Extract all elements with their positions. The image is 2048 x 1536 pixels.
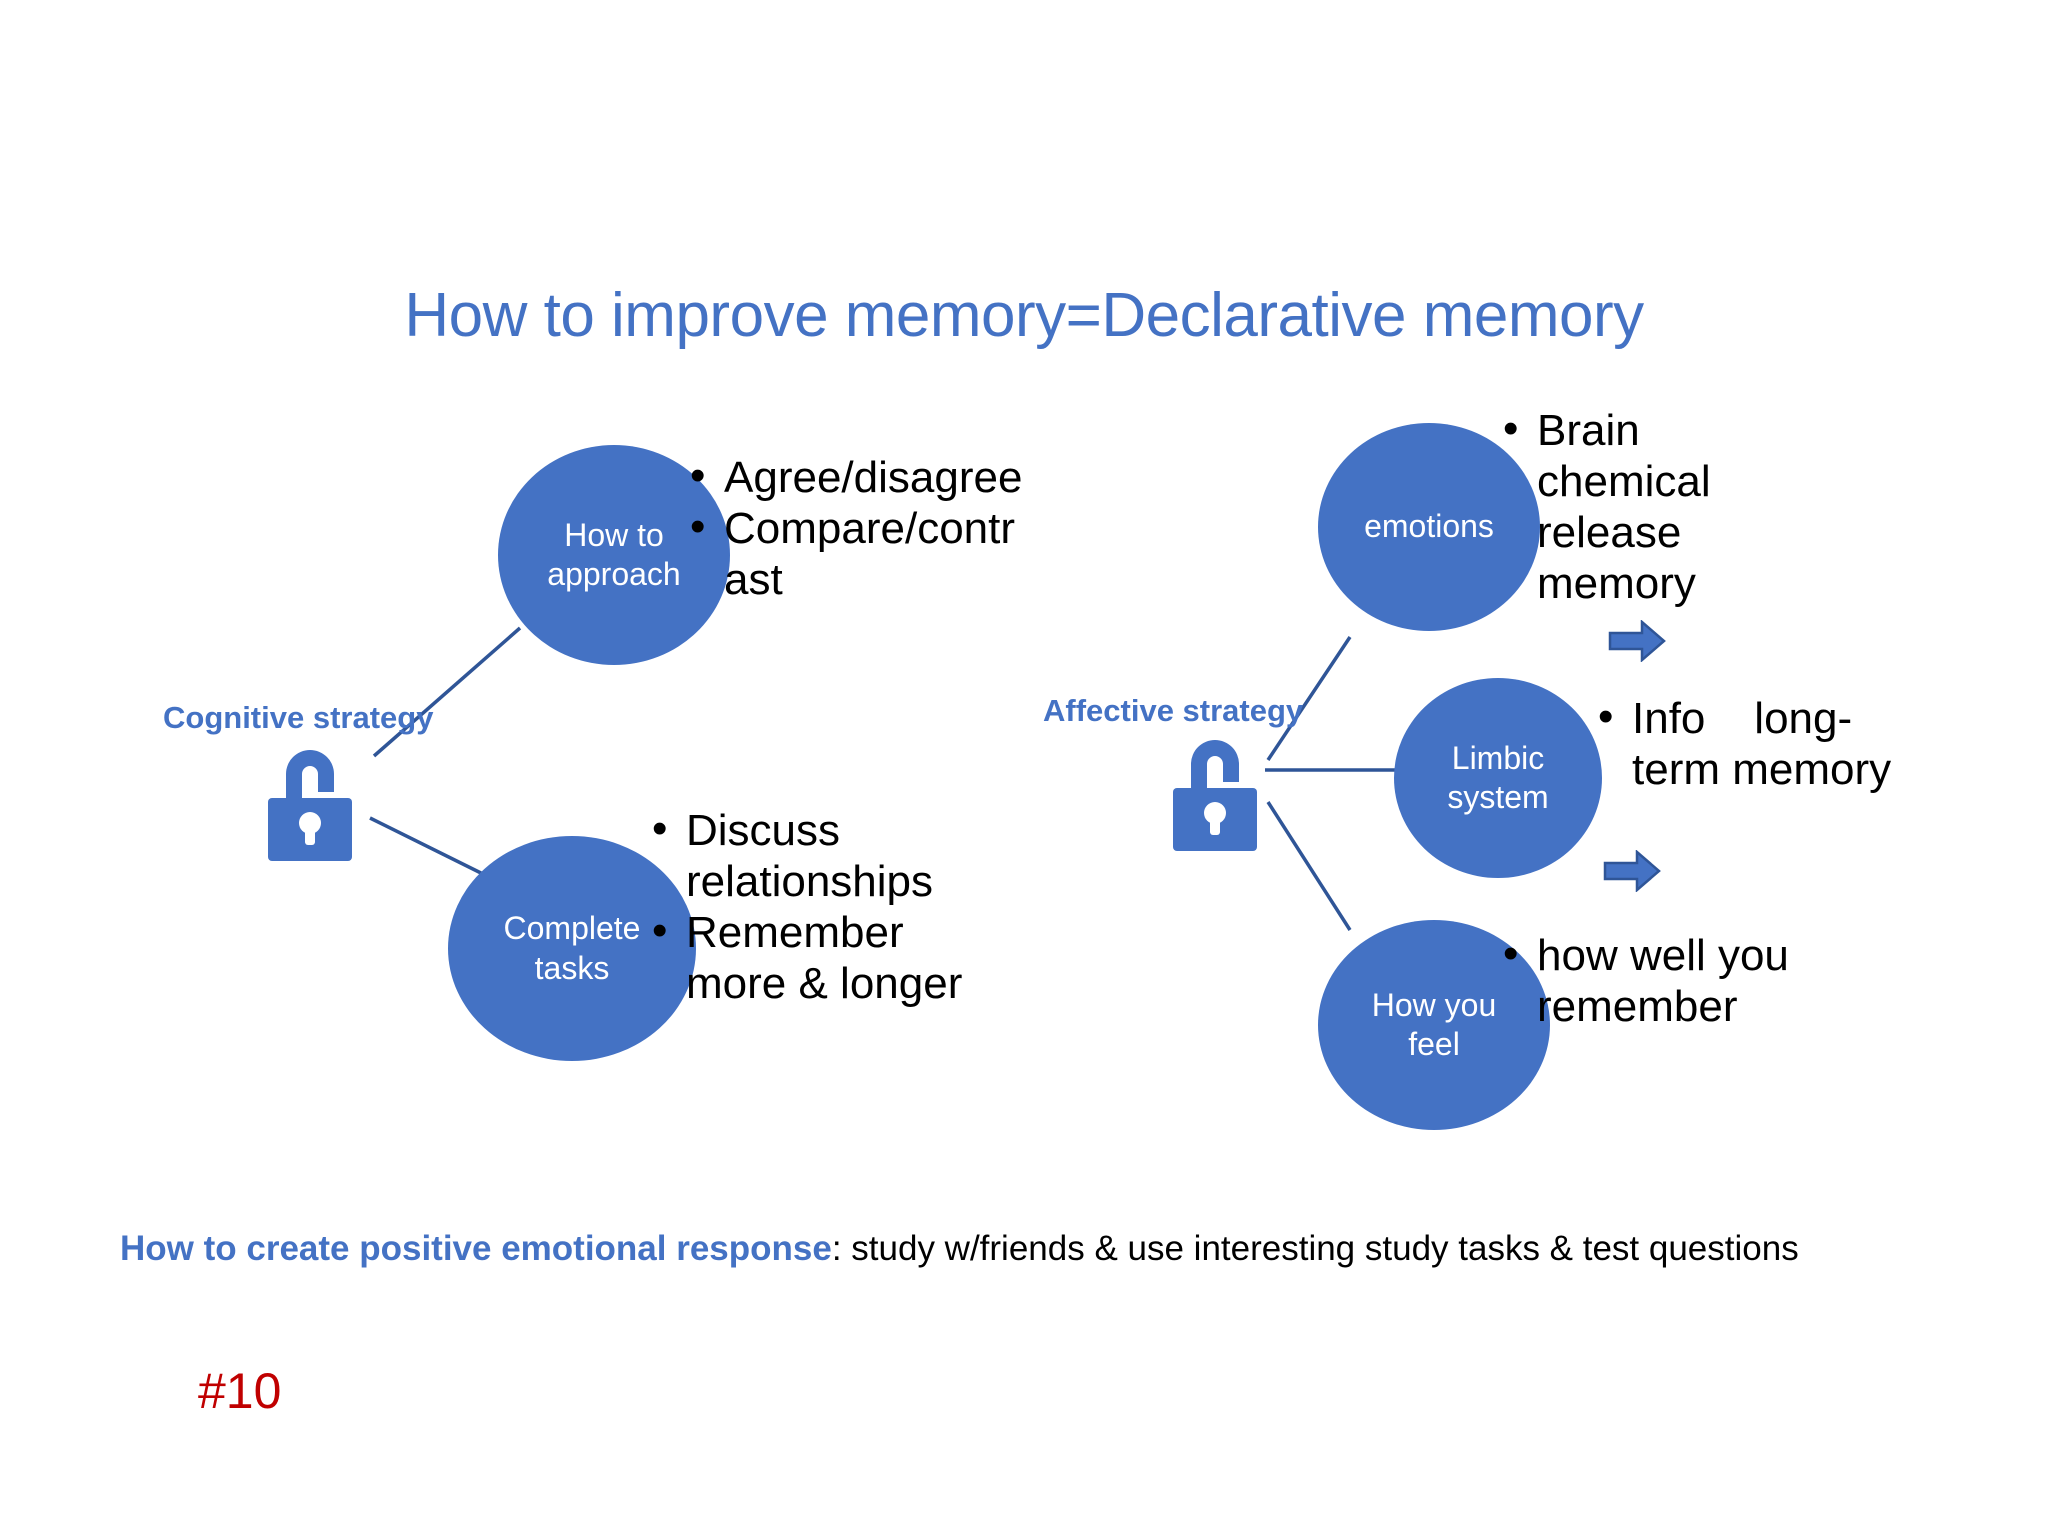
node-label-line2: system (1447, 779, 1549, 815)
bullet-item-continuation: more & longer (686, 959, 963, 1009)
bullet-item: Agree/disagree (684, 450, 1064, 503)
node-label-line2: approach (547, 556, 681, 592)
bullets-complete-tasks: Discuss relationships Remember more & lo… (646, 803, 1006, 1009)
bullet-item: Info long- (1592, 691, 2048, 744)
bullet-item: Remember (646, 905, 1006, 958)
bullet-item-continuation: term memory (1632, 745, 1892, 795)
bullet-item: how well you (1497, 928, 1887, 981)
node-complete-tasks[interactable]: Complete tasks (448, 836, 696, 1061)
node-how-to-approach[interactable]: How to approach (498, 445, 730, 665)
page-title: How to improve memory=Declarative memory (404, 281, 1644, 350)
bullet-item-continuation: relationships (686, 857, 934, 907)
affective-strategy-label: Affective strategy (1043, 693, 1304, 728)
bullet-item-continuation: chemical (1537, 457, 1711, 507)
bullet-item-continuation: remember (1537, 982, 1738, 1032)
open-padlock-icon (250, 740, 370, 875)
footer-note: How to create positive emotional respons… (120, 1228, 1799, 1270)
open-padlock-icon (1155, 730, 1275, 865)
right-block-arrow-icon (1603, 849, 1661, 897)
bullet-item: Discuss (646, 803, 1006, 856)
bullets-how-you-feel: how well you remember (1497, 928, 1887, 1032)
connector-cognitive-to-complete (369, 816, 488, 878)
node-label-line1: emotions (1364, 508, 1494, 545)
cognitive-strategy-label: Cognitive strategy (163, 700, 434, 735)
node-limbic-system[interactable]: Limbic system (1394, 678, 1602, 878)
bullets-how-to-approach: Agree/disagree Compare/contr ast (684, 450, 1064, 605)
connector-cognitive-to-approach (372, 626, 522, 758)
footer-lead: How to create positive emotional respons… (120, 1229, 832, 1268)
node-emotions[interactable]: emotions (1318, 423, 1540, 631)
node-label-line1: How to (564, 516, 664, 553)
footer-rest: : study w/friends & use interesting stud… (831, 1229, 1799, 1268)
bullet-item-continuation: release (1537, 508, 1682, 558)
node-label-line1: Complete (503, 910, 641, 947)
node-label-line1: How you (1371, 986, 1497, 1023)
node-label-line1: Limbic (1451, 739, 1545, 776)
bullets-emotions: Brain chemical release memory (1497, 403, 1827, 609)
node-label-line2: tasks (534, 949, 610, 986)
bullets-limbic-system: Info long- term memory (1592, 691, 2048, 795)
right-block-arrow-icon (1608, 619, 1666, 667)
page-number: #10 (198, 1363, 282, 1419)
bullet-item-continuation: memory (1537, 559, 1696, 609)
connector-affective-to-howyoufeel (1266, 801, 1352, 931)
bullet-item-continuation: ast (724, 555, 783, 605)
node-label-line2: feel (1408, 1026, 1460, 1062)
bullet-item: Compare/contr (684, 501, 1064, 554)
bullet-item: Brain (1497, 403, 1827, 456)
